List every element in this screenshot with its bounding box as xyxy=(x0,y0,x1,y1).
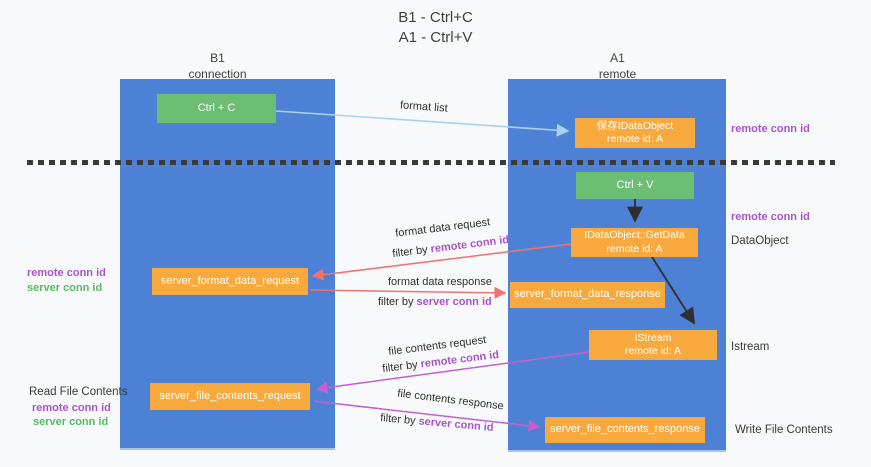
node-file-response-label: server_file_contents_response xyxy=(550,423,700,436)
edge-label-format-data-response: format data response xyxy=(388,276,492,288)
phase-divider-dashed-line xyxy=(27,160,835,165)
side-label-read-file-contents: Read File Contents xyxy=(29,386,128,398)
node-getdata-line1: IDataObject::GetData xyxy=(584,229,685,242)
arrow-getdata-to-istream xyxy=(651,256,695,325)
lifeline-b1-role: connection xyxy=(188,67,247,82)
arrow-format-data-response xyxy=(309,286,507,299)
side-label-dataobject: DataObject xyxy=(731,235,789,247)
node-getdata-line2: remote id: A xyxy=(606,242,663,255)
node-istream-line2: remote id: A xyxy=(624,345,682,357)
diagram-title: B1 - Ctrl+C A1 - Ctrl+V xyxy=(0,8,871,47)
title-line-2: A1 - Ctrl+V xyxy=(398,28,473,46)
node-file-request-label: server_file_contents_request xyxy=(159,389,301,402)
title-line-1: B1 - Ctrl+C xyxy=(398,9,473,26)
lifeline-a1-role: remote xyxy=(598,67,637,82)
node-save-idataobject-line1: 保存IDataObject xyxy=(596,119,674,132)
node-format-request-label: server_format_data_request xyxy=(160,274,300,287)
filter-by-text: filter by xyxy=(378,296,414,308)
lifeline-b1-name: B1 xyxy=(210,51,225,65)
arrow-format-list xyxy=(275,110,570,137)
node-server-format-data-request: server_format_data_request xyxy=(152,268,308,295)
lifeline-header-a1: A1 remote xyxy=(560,50,675,82)
side-label-server-conn-id-left-2: server conn id xyxy=(33,416,109,428)
node-istream: IStream remote id: A xyxy=(589,330,717,360)
node-server-file-contents-request: server_file_contents_request xyxy=(150,383,310,410)
arrow-file-contents-response xyxy=(312,400,541,432)
side-label-remote-conn-id-left-2: remote conn id xyxy=(32,402,111,414)
node-format-response-label: server_format_data_response xyxy=(514,288,661,301)
arrow-format-data-request xyxy=(311,243,572,281)
arrow-file-contents-request xyxy=(315,351,590,394)
node-ctrl-v: Ctrl + V xyxy=(576,172,694,199)
side-label-istream: Istream xyxy=(731,341,770,353)
node-ctrl-c-label: Ctrl + C xyxy=(197,101,236,114)
side-label-write-file-contents: Write File Contents xyxy=(735,424,833,436)
side-label-remote-conn-id-top: remote conn id xyxy=(731,123,810,135)
node-server-format-data-response: server_format_data_response xyxy=(510,282,665,308)
node-ctrl-v-label: Ctrl + V xyxy=(616,178,654,191)
side-label-remote-conn-id-left-1: remote conn id xyxy=(27,267,106,279)
node-ctrl-c: Ctrl + C xyxy=(157,94,276,123)
lifeline-a1-name: A1 xyxy=(610,51,625,65)
side-label-server-conn-id-left-1: server conn id xyxy=(27,282,103,294)
edge-label-filter-server-1: filter by server conn id xyxy=(378,296,492,308)
server-conn-id-text: server conn id xyxy=(416,296,492,308)
node-server-file-contents-response: server_file_contents_response xyxy=(545,417,705,443)
node-save-idataobject: 保存IDataObject remote id: A xyxy=(575,118,695,148)
side-label-remote-conn-id-mid: remote conn id xyxy=(731,211,810,223)
node-idataobject-getdata: IDataObject::GetData remote id: A xyxy=(571,228,698,257)
node-istream-line1: IStream xyxy=(634,331,672,344)
node-save-idataobject-line2: remote id: A xyxy=(606,133,664,145)
lifeline-header-b1: B1 connection xyxy=(160,50,275,82)
